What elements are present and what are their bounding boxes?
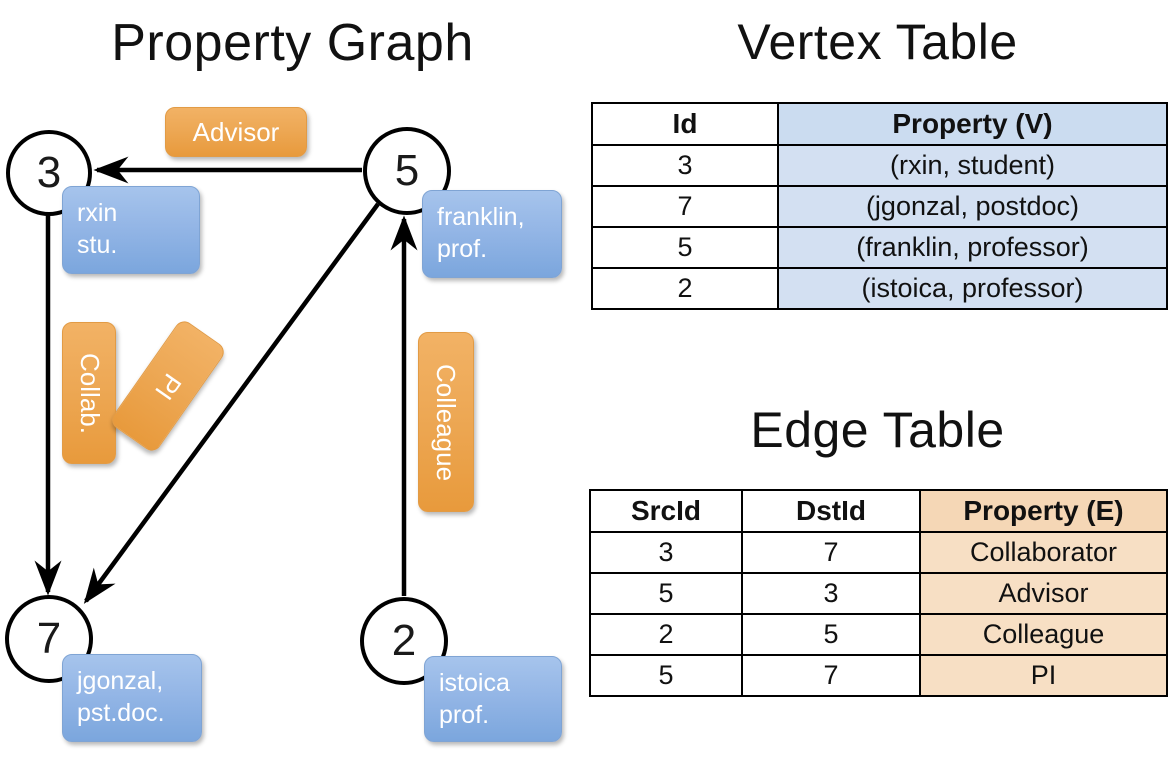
edge-label-collab-text: Collab. [74,352,105,434]
page-title-vertex-table: Vertex Table [737,14,1018,70]
vertex-property-line-2: prof. [437,235,488,263]
edge-label-advisor-text: Advisor [192,116,280,147]
edge-label-colleague-text: Colleague [431,363,462,481]
graph-node-5-label: 5 [394,146,420,195]
graph-node-2-label: 2 [391,616,417,665]
table-row[interactable]: 5 3 Advisor [589,572,1168,615]
vertex-property-box-3[interactable]: rxin stu. [62,186,200,274]
edge-cell-srcid: 2 [589,613,743,656]
vertex-cell-property: (jgonzal, postdoc) [777,185,1168,228]
edge-cell-dstid: 5 [741,613,921,656]
edge-cell-property: Colleague [919,613,1168,656]
edge-table-header-property: Property (E) [919,489,1168,533]
table-row[interactable]: 2 5 Colleague [589,613,1168,656]
vertex-cell-id: 2 [591,267,779,310]
vertex-property-line-1: franklin, [437,203,525,231]
edge-label-advisor[interactable]: Advisor [165,107,307,157]
vertex-property-line-1: istoica [439,669,510,697]
vertex-table-header-id: Id [591,102,779,146]
edge-label-colleague[interactable]: Colleague [418,332,474,512]
graph-edge-lines [34,156,418,604]
vertex-property-box-2[interactable]: istoica prof. [424,656,562,742]
property-graph-diagram: 3 5 7 2 rxin stu. franklin, prof. jgonza… [5,107,562,742]
table-row[interactable]: 3 (rxin, student) [591,144,1168,187]
vertex-cell-id: 5 [591,226,779,269]
edge-line-pi [83,202,380,604]
vertex-table: Id Property (V) 3 (rxin, student) 7 (jgo… [591,102,1168,310]
edge-cell-property: PI [919,654,1168,697]
edge-cell-srcid: 3 [589,531,743,574]
edge-table-header-dstid: DstId [741,489,921,533]
edge-cell-dstid: 7 [741,531,921,574]
edge-label-collab[interactable]: Collab. [62,322,116,464]
vertex-table-header-row: Id Property (V) [591,102,1168,146]
vertex-cell-property: (franklin, professor) [777,226,1168,269]
vertex-cell-id: 7 [591,185,779,228]
edge-cell-srcid: 5 [589,572,743,615]
vertex-cell-id: 3 [591,144,779,187]
vertex-property-box-7[interactable]: jgonzal, pst.doc. [62,654,202,742]
edge-table-header-srcid: SrcId [589,489,743,533]
edge-cell-property: Advisor [919,572,1168,615]
edge-label-pi-text: PI [149,367,188,405]
vertex-property-line-2: stu. [77,231,118,259]
edge-cell-property: Collaborator [919,531,1168,574]
vertex-cell-property: (rxin, student) [777,144,1168,187]
vertex-property-line-2: prof. [439,701,490,729]
edge-table: SrcId DstId Property (E) 3 7 Collaborato… [589,489,1168,697]
vertex-table-header-property: Property (V) [777,102,1168,146]
edge-table-header-row: SrcId DstId Property (E) [589,489,1168,533]
vertex-cell-property: (istoica, professor) [777,267,1168,310]
graph-node-7-label: 7 [36,614,62,663]
table-row[interactable]: 2 (istoica, professor) [591,267,1168,310]
vertex-property-line-1: rxin [77,199,118,227]
table-row[interactable]: 5 7 PI [589,654,1168,697]
page-title-edge-table: Edge Table [750,402,1005,458]
table-row[interactable]: 5 (franklin, professor) [591,226,1168,269]
page-title-property-graph: Property Graph [111,14,474,72]
edge-cell-dstid: 7 [741,654,921,697]
table-row[interactable]: 7 (jgonzal, postdoc) [591,185,1168,228]
graph-node-2[interactable]: 2 [360,597,448,685]
vertex-property-line-2: pst.doc. [77,699,165,727]
graph-node-5[interactable]: 5 [363,127,451,215]
vertex-property-box-5[interactable]: franklin, prof. [422,190,562,278]
graph-node-3-label: 3 [36,148,62,197]
table-row[interactable]: 3 7 Collaborator [589,531,1168,574]
vertex-property-line-1: jgonzal, [77,667,164,695]
edge-cell-srcid: 5 [589,654,743,697]
edge-cell-dstid: 3 [741,572,921,615]
